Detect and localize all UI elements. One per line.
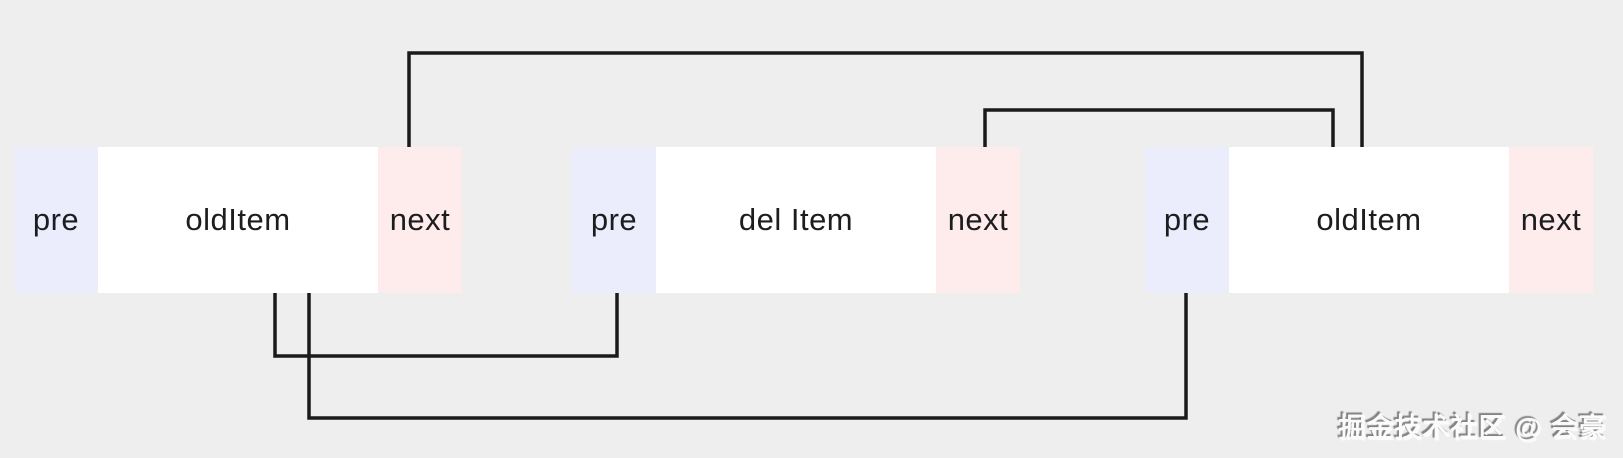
node3-pre-cell: pre: [1145, 147, 1229, 293]
node1-item-cell: oldItem: [98, 147, 378, 293]
juejin-watermark: 掘金技术社区 @ 会豪: [1338, 413, 1607, 443]
node3-next-cell: next: [1509, 147, 1593, 293]
node1-pre-cell: pre: [14, 147, 98, 293]
node2-next-cell: next: [936, 147, 1020, 293]
node1-next-cell: next: [378, 147, 462, 293]
node3-item-cell: oldItem: [1229, 147, 1509, 293]
list-node-1: pre oldItem next: [14, 147, 462, 293]
list-node-2-deleted: pre del Item next: [572, 147, 1020, 293]
node2-pre-cell: pre: [572, 147, 656, 293]
node2-item-cell: del Item: [656, 147, 936, 293]
list-node-3: pre oldItem next: [1145, 147, 1593, 293]
